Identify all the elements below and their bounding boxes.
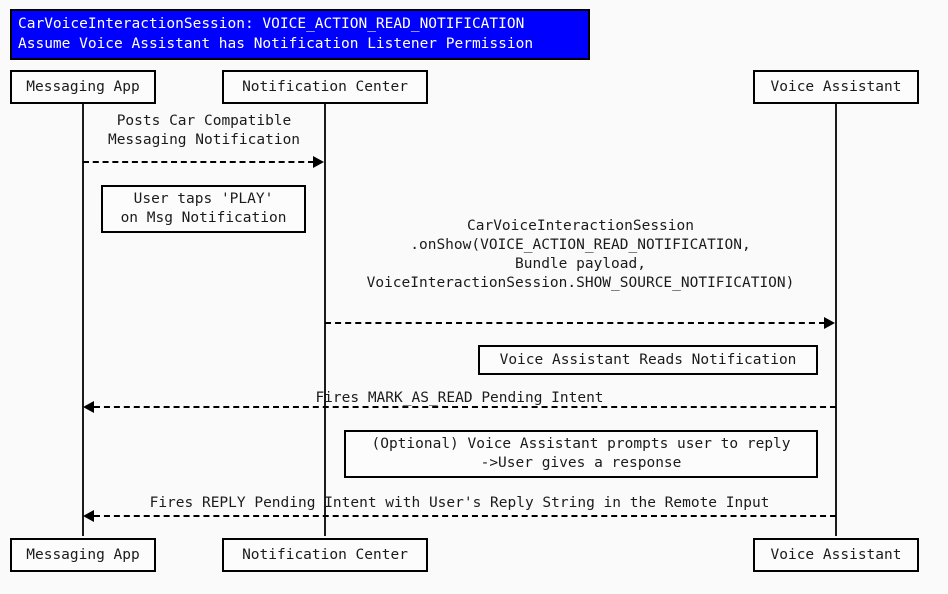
message-arrowhead-reply-intent: [83, 510, 94, 522]
participant-header-voice-assistant[interactable]: Voice Assistant: [753, 70, 919, 104]
message-arrow-mark-as-read: [94, 406, 836, 408]
message-label-on-show: CarVoiceInteractionSession .onShow(VOICE…: [366, 218, 795, 291]
message-arrow-on-show: [325, 322, 825, 324]
participant-footer-messaging-app[interactable]: Messaging App: [10, 538, 156, 572]
message-label-reply-intent: Fires REPLY Pending Intent with User's R…: [149, 495, 770, 511]
message-arrowhead-mark-as-read: [83, 401, 94, 413]
message-arrow-reply-intent: [94, 515, 836, 517]
message-label-post-notification: Posts Car Compatible Messaging Notificat…: [107, 113, 301, 148]
note-user-taps-play: User taps 'PLAY' on Msg Notification: [101, 185, 306, 233]
diagram-title-line-2: Assume Voice Assistant has Notification …: [18, 36, 534, 52]
note-assistant-reads: Voice Assistant Reads Notification: [478, 345, 818, 375]
message-arrowhead-on-show: [824, 317, 835, 329]
participant-footer-notification-center[interactable]: Notification Center: [222, 538, 428, 572]
note-optional-reply-prompt: (Optional) Voice Assistant prompts user …: [344, 430, 818, 478]
message-arrow-post-notification: [83, 161, 314, 163]
diagram-title-line-1: CarVoiceInteractionSession: VOICE_ACTION…: [18, 16, 525, 32]
participant-header-notification-center[interactable]: Notification Center: [222, 70, 428, 104]
lifeline-messaging-app: [82, 104, 84, 536]
participant-footer-voice-assistant[interactable]: Voice Assistant: [753, 538, 919, 572]
participant-header-messaging-app[interactable]: Messaging App: [10, 70, 156, 104]
lifeline-voice-assistant: [835, 104, 837, 536]
message-label-mark-as-read: Fires MARK_AS_READ Pending Intent: [315, 390, 604, 406]
message-arrowhead-post-notification: [313, 156, 324, 168]
diagram-title-box: CarVoiceInteractionSession: VOICE_ACTION…: [10, 9, 590, 60]
lifeline-notification-center: [324, 104, 326, 536]
